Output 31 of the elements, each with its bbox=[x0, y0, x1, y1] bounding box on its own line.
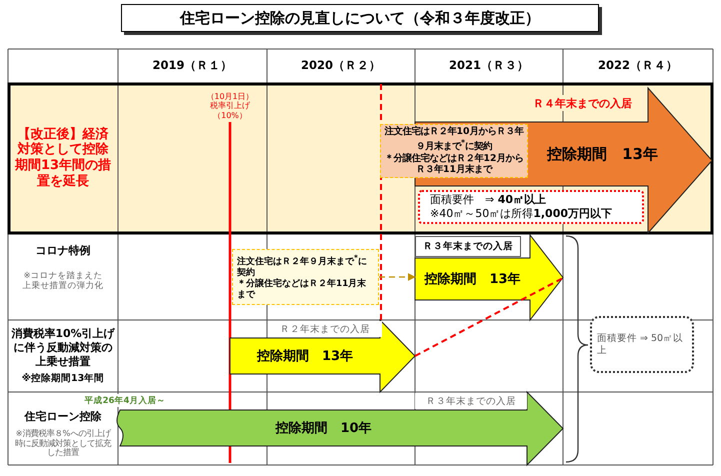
dashed-connector bbox=[379, 273, 416, 281]
period-text: 控除期間 13年 bbox=[256, 348, 354, 366]
row-heading: コロナ特例 bbox=[34, 243, 92, 259]
requirement-box bbox=[590, 316, 694, 373]
note-text: 注文住宅はＲ２年10月からＲ３年９月末まで$^{*}$に契約 bbox=[384, 126, 525, 152]
year-header: 2019（Ｒ１） bbox=[151, 57, 234, 74]
note-text: 注文住宅はＲ２年９月末まで$^{*}$に契約 bbox=[237, 253, 368, 278]
year-header: 2020（Ｒ２） bbox=[300, 57, 382, 74]
row-note: ※控除期間13年間 bbox=[20, 372, 106, 386]
note-text: 面積要件 ⇒ 50㎡以上 bbox=[597, 332, 684, 356]
row-note: ※消費税率８%への引上げ時に反動減対策として拡充した措置 bbox=[14, 426, 112, 460]
year-header: 2021（Ｒ３） bbox=[448, 57, 530, 74]
callout-box bbox=[232, 249, 379, 305]
row-heading: 消費税率10%引上げに伴う反動減対策の上乗せ措置 bbox=[10, 326, 116, 370]
callout-box bbox=[380, 124, 528, 178]
period-caption: Ｒ３年末までの入居 bbox=[415, 236, 521, 257]
row-note: ※コロナを踏まえた上乗せ措置の弾力化 bbox=[22, 270, 104, 293]
year-header: 2022（Ｒ４） bbox=[596, 57, 679, 74]
note-text: 面積要件 ⇒ 40㎡以上 bbox=[430, 193, 548, 207]
row-heading: 【改正後】経済対策として控除期間13年間の措置を延長 bbox=[14, 126, 112, 191]
period-text: 控除期間 13年 bbox=[423, 271, 522, 289]
requirement-box bbox=[418, 190, 644, 224]
period-text: 控除期間 13年 bbox=[546, 144, 659, 164]
tax-note: （10月1日）税率引上げ（10%） bbox=[206, 90, 254, 122]
row-heading: 住宅ローン控除 bbox=[23, 409, 102, 424]
dashed-connector bbox=[414, 277, 564, 357]
note-text: ＊分譲住宅などはＲ２年12月からＲ３年11月末まで bbox=[384, 152, 524, 176]
note-text: ※40㎡～50㎡は所得1,000万円以下 bbox=[430, 207, 614, 221]
note-text: ＊分譲住宅などはＲ２年11月末まで bbox=[237, 278, 368, 301]
title: 住宅ローン控除の見直しについて（令和３年度改正） bbox=[180, 8, 540, 28]
period-bar bbox=[230, 320, 415, 392]
